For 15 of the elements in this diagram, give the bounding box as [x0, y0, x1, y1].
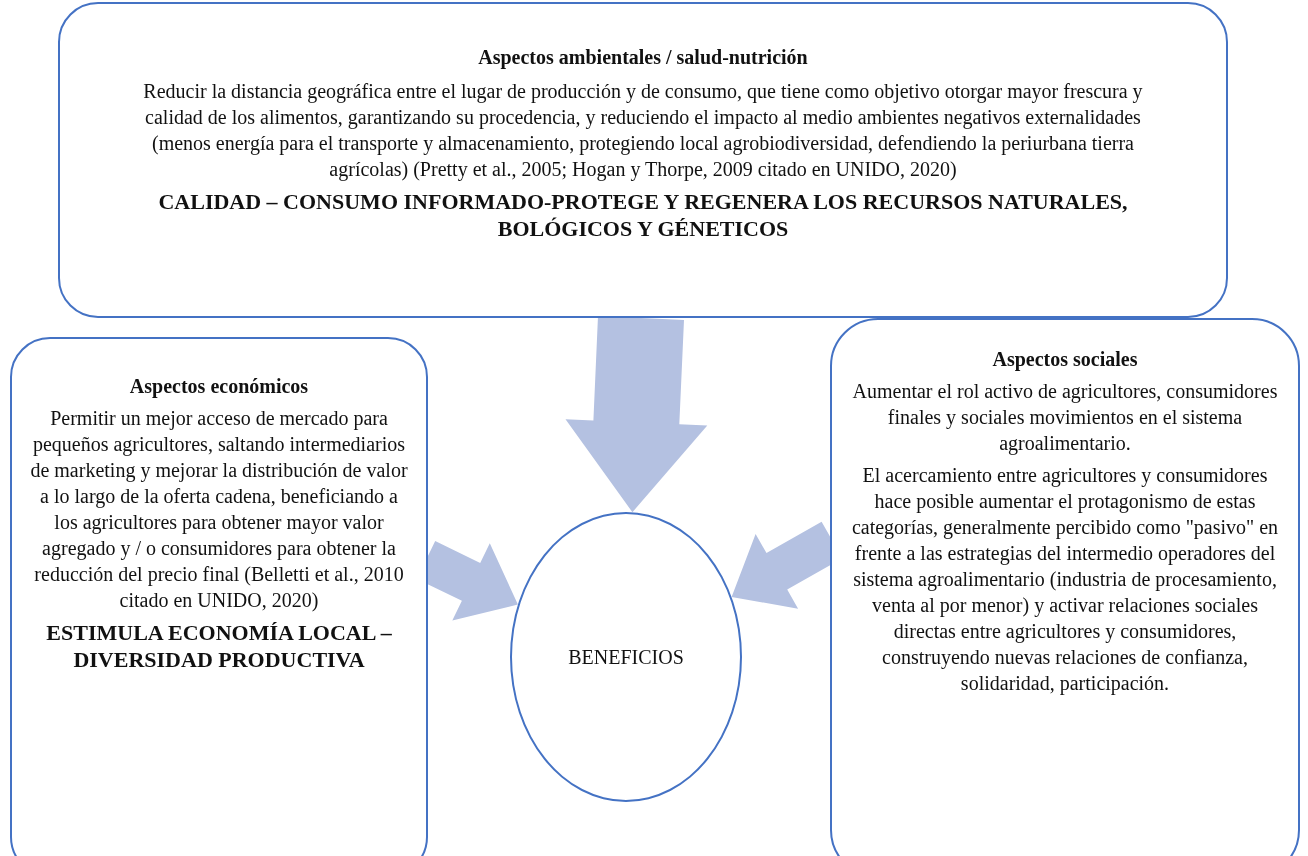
circle-node [510, 512, 742, 802]
body-text: Aumentar el rol activo de agricultores, consumidores finales y sociales movimientos en el sistema agroalimentario. [851, 379, 1279, 456]
heading: Aspectos sociales [992, 347, 1138, 372]
rounded-box [58, 2, 1228, 318]
heading: Aspectos económicos [129, 374, 309, 399]
body-text: Reducir la distancia geográfica entre el lugar de producción y de consumo, que tiene como objetivo otorgar mayor frescura y calidad de los alimentos, garantizando su procedencia, y reduciendo el impacto al medio ambientes negativos externalidades (menos energía para el transporte y almacenamiento, protegiendo local agrobiodiversidad, defendiendo la periurbana tierra agrícolas) (Pretty et al., 2005; Hogan y Thorpe, 2009 citado en UNIDO, 2020) [142, 79, 1144, 182]
summary-text: ESTIMULA ECONOMÍA LOCAL – DIVERSIDAD PRODUCTIVA [45, 619, 393, 673]
body-text: Permitir un mejor acceso de mercado para pequeños agricultores, saltando intermediarios de marketing y mejorar la distribución de valor a lo largo de la oferta cadena, beneficiando a los agricultores para obtener mayor valor agregado y / o consumidores para obtener la reducción del precio final (Belletti et al., 2010 citado en UNIDO, 2020) [29, 406, 409, 613]
body-text: El acercamiento entre agricultores y consumidores hace posible aumentar el protagonismo de estas categorías, generalmente percibido como "pasivo" en frente a las estrategias del intermedio operadores del sistema agroalimentario (industria de procesamiento, venta al por menor) y activar relaciones sociales directas entre agricultores y consumidores, construyendo nuevas relaciones de confianza, solidaridad, participación. [850, 463, 1280, 696]
rounded-box [10, 337, 428, 856]
body-text: BENEFICIOS [568, 645, 684, 670]
block-arrow [565, 316, 708, 513]
rounded-box [830, 318, 1300, 856]
summary-text: CALIDAD – CONSUMO INFORMADO-PROTEGE Y REGENERA LOS RECURSOS NATURALES, BOLÓGICOS Y GÉNETICOS [157, 188, 1129, 242]
heading: Aspectos ambientales / salud-nutrición [478, 45, 808, 70]
